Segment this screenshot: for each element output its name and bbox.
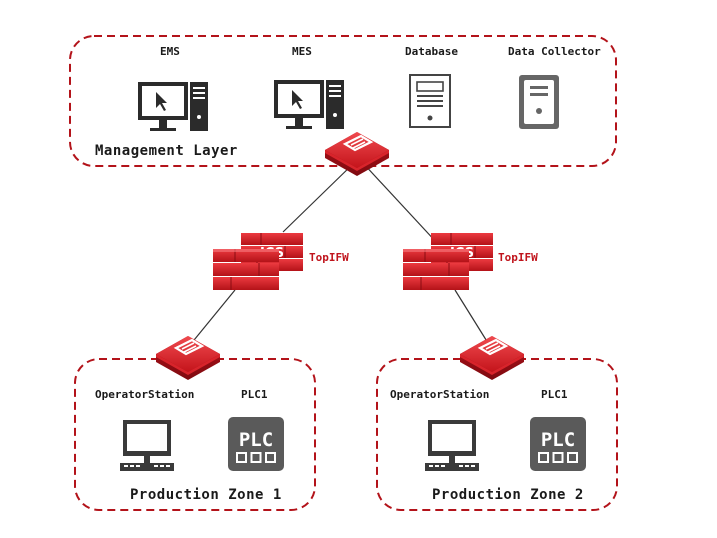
left-firewall-label: TopIFW [309, 251, 349, 264]
zone1-station-label: OperatorStation [95, 388, 195, 401]
management-layer-title: Management Layer [95, 143, 238, 159]
database-server-icon [409, 74, 451, 128]
data-collector-server-icon [519, 75, 559, 129]
zone2-plc-icon [529, 416, 587, 472]
core-switch-icon [323, 130, 391, 178]
zone2-operator-station-icon [425, 420, 479, 471]
link-core-to-right-fw [361, 161, 439, 245]
zone2-station-label: OperatorStation [390, 388, 490, 401]
zone2-plc-label: PLC1 [541, 388, 568, 401]
data-collector-label: Data Collector [508, 45, 601, 58]
zone2-switch-icon [458, 334, 526, 382]
ems-label: EMS [160, 45, 180, 58]
zone1-title: Production Zone 1 [130, 487, 282, 503]
left-ics-firewall-icon [212, 232, 304, 291]
ems-computer-icon [138, 82, 208, 131]
zone1-plc-label: PLC1 [241, 388, 268, 401]
zone1-plc-icon [227, 416, 285, 472]
link-right-fw-to-zone2 [454, 289, 489, 344]
zone2-title: Production Zone 2 [432, 487, 584, 503]
right-ics-firewall-icon [402, 232, 494, 291]
link-core-to-left-fw [282, 161, 356, 233]
right-firewall-label: TopIFW [498, 251, 538, 264]
zone1-operator-station-icon [120, 420, 174, 471]
mes-computer-icon [274, 80, 344, 129]
zone1-switch-icon [154, 334, 222, 382]
database-label: Database [405, 45, 458, 58]
link-left-fw-to-zone1 [189, 289, 236, 346]
mes-label: MES [292, 45, 312, 58]
